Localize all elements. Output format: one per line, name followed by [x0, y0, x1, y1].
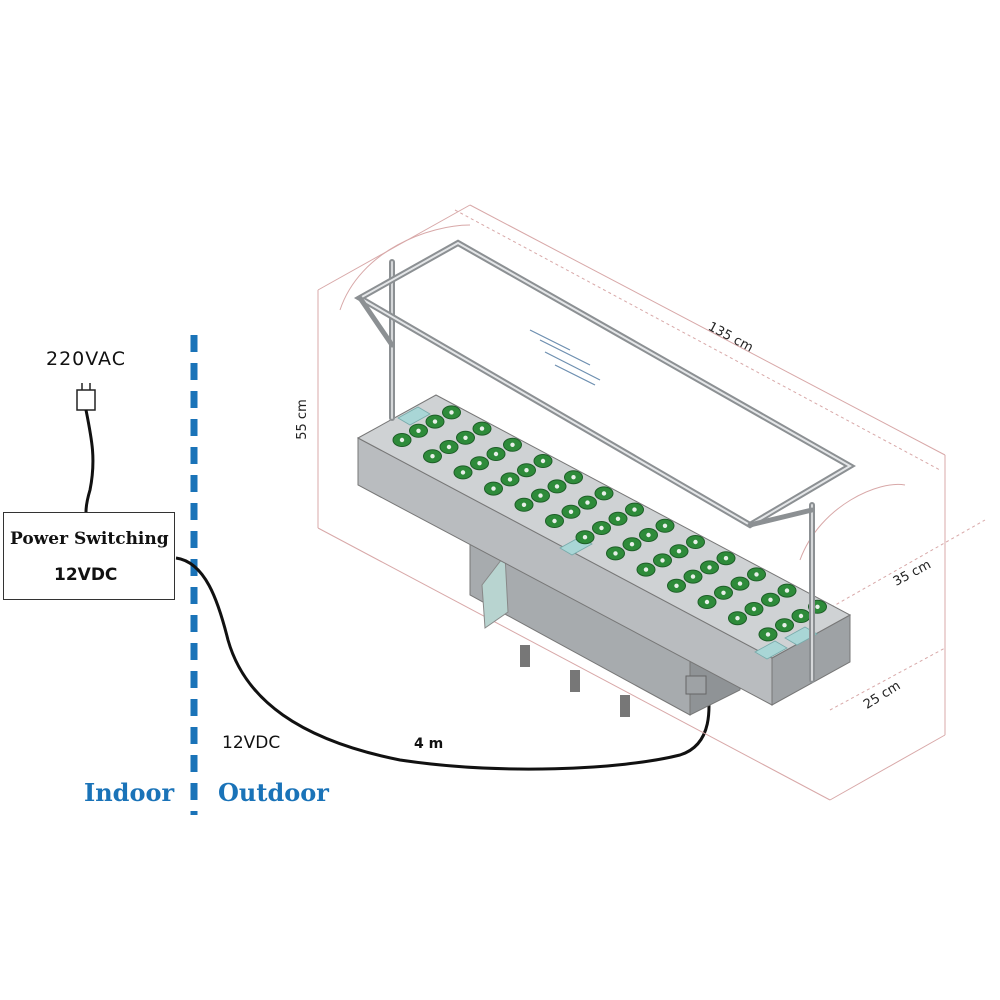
light-panel-lines — [529, 329, 601, 386]
plant-pot-hole — [632, 507, 637, 512]
plant-pot-hole — [707, 565, 712, 570]
plant-pot-hole — [723, 556, 729, 561]
plant-pot-hole — [765, 632, 771, 637]
plug-cable — [84, 409, 95, 513]
plant-pot-hole — [521, 502, 527, 507]
dimension-lines — [317, 204, 986, 801]
plant-pot-hole — [676, 549, 682, 554]
plant-pot-hole — [662, 523, 668, 528]
plant-pot-hole — [399, 437, 405, 443]
plant-pot-hole — [815, 604, 820, 609]
cable-length-label: 4 m — [414, 736, 444, 752]
plant-pot-hole — [446, 444, 452, 450]
plant-pot-hole — [479, 426, 485, 431]
plant-pot-hole — [798, 613, 804, 619]
light-frame — [353, 239, 856, 683]
plant-pot-hole — [704, 599, 710, 605]
plant-pot-hole — [751, 606, 757, 612]
plant-pot-hole — [690, 574, 696, 579]
cable-voltage-label: 12VDC — [222, 733, 281, 753]
plant-pot-hole — [463, 435, 468, 440]
plant-pot-hole — [599, 525, 604, 531]
plant-pot-hole — [432, 419, 438, 424]
planter — [356, 394, 852, 717]
plant-pot-hole — [554, 484, 560, 489]
plant-pot-hole — [449, 410, 454, 415]
plant-pot-hole — [768, 597, 773, 602]
pot-grid — [392, 405, 827, 642]
plant-pot-hole — [585, 500, 590, 505]
plant-pot-hole — [615, 516, 621, 521]
planter-connector — [685, 675, 707, 695]
plant-pot-hole — [552, 518, 557, 524]
plant-pot-hole — [754, 572, 759, 577]
plant-pot-hole — [416, 428, 421, 433]
plant-pot-hole — [674, 583, 679, 588]
plant-pot-hole — [510, 442, 515, 447]
plant-pot-hole — [507, 477, 513, 482]
plant-pot-hole — [491, 486, 496, 491]
plant-pot-hole — [660, 558, 665, 563]
power-switching-box: Power Switching 12VDC — [3, 512, 175, 600]
power-output-label: 12VDC — [54, 565, 118, 585]
power-switching-label: Power Switching — [10, 529, 169, 549]
plant-pot-hole — [782, 623, 787, 628]
plant-pot-hole — [493, 451, 499, 457]
plug-icon — [76, 383, 96, 411]
plant-pot-hole — [460, 470, 466, 475]
plant-pot-hole — [538, 493, 543, 498]
plant-pot-hole — [735, 616, 740, 621]
plant-pot-hole — [613, 551, 618, 556]
plant-pot-hole — [643, 567, 649, 572]
plant-pot-hole — [629, 542, 635, 547]
plant-pot-hole — [646, 532, 651, 538]
outdoor-label: Outdoor — [218, 778, 329, 807]
plant-pot-hole — [568, 509, 574, 514]
plant-pot-hole — [477, 461, 482, 466]
supply-voltage-label: 220VAC — [46, 348, 126, 370]
plant-pot-hole — [721, 590, 726, 595]
plant-pot-hole — [571, 475, 576, 480]
height-dimension-label: 55 cm — [294, 399, 310, 440]
plant-pot-hole — [784, 588, 790, 593]
plant-pot-hole — [430, 454, 435, 459]
plant-pot-hole — [540, 458, 546, 464]
plant-pot-hole — [737, 581, 743, 586]
indoor-label: Indoor — [84, 778, 175, 807]
planter-drain-flap — [481, 553, 509, 629]
plant-pot-hole — [582, 535, 588, 540]
plant-pot-hole — [601, 491, 607, 496]
dc-cable — [175, 556, 711, 771]
plant-pot-hole — [524, 468, 529, 473]
plant-pot-hole — [693, 539, 698, 545]
